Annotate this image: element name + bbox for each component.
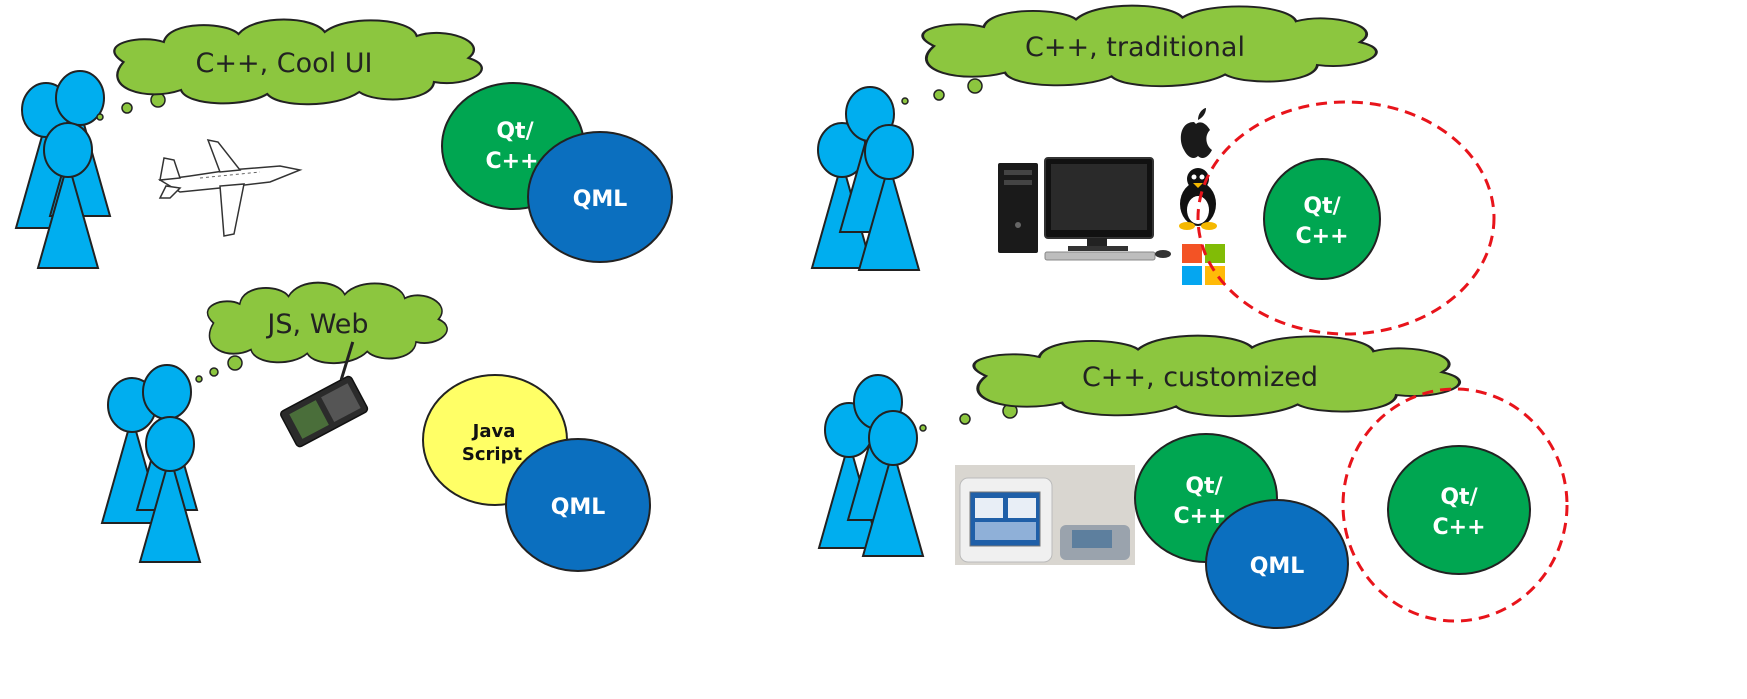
thought-cloud-text: JS, Web (265, 309, 368, 340)
highlight-dashed-circle (1341, 387, 1569, 623)
bubble-qml: QML (527, 131, 673, 263)
svg-text:C++: C++ (1295, 224, 1348, 249)
thought-dots (901, 78, 983, 105)
people-group (811, 86, 920, 271)
bubble-qt-cpp: Qt/ C++ (1263, 158, 1381, 280)
svg-text:Qt/: Qt/ (1185, 474, 1223, 499)
thought-cloud-text: C++, Cool UI (196, 48, 373, 79)
highlight-dashed-circle (1196, 100, 1496, 336)
scenario-cool-ui: C++, Cool UI Qt/ C++ QML (15, 18, 673, 269)
svg-text:QML: QML (551, 495, 606, 520)
jet-airplane-icon (157, 138, 303, 237)
thought-cloud-text: C++, customized (1082, 362, 1318, 393)
linux-tux-icon (1179, 168, 1217, 230)
bubble-qt-cpp-highlighted: Qt/ C++ (1387, 445, 1531, 575)
people-group (15, 70, 111, 269)
svg-text:C++: C++ (1432, 515, 1485, 540)
thought-cloud-text: C++, traditional (1025, 32, 1245, 63)
medical-device-icon (955, 465, 1135, 565)
people-group (101, 364, 201, 563)
thought-dots (96, 92, 166, 121)
scenario-traditional: C++, traditional (811, 4, 1496, 336)
svg-text:C++: C++ (1173, 504, 1226, 529)
scenario-web: JS, Web Java Script QML (101, 281, 651, 572)
thought-dots (195, 355, 243, 383)
svg-text:Qt/: Qt/ (496, 119, 534, 144)
thought-dots (919, 403, 1018, 432)
svg-text:Script: Script (462, 444, 523, 465)
svg-text:C++: C++ (485, 149, 538, 174)
svg-text:Qt/: Qt/ (1440, 485, 1478, 510)
bubble-qml: QML (1205, 499, 1349, 629)
svg-text:Java: Java (471, 421, 516, 442)
svg-text:Qt/: Qt/ (1303, 194, 1341, 219)
mobile-phone-icon (280, 341, 369, 448)
bubble-qml: QML (505, 438, 651, 572)
desktop-computer-icon (998, 157, 1171, 261)
svg-text:QML: QML (573, 187, 628, 212)
scenario-customized: C++, customized Qt/ C++ QML Qt/ C++ (818, 334, 1569, 629)
people-group (818, 374, 924, 557)
svg-text:QML: QML (1250, 554, 1305, 579)
apple-icon (1180, 108, 1212, 158)
